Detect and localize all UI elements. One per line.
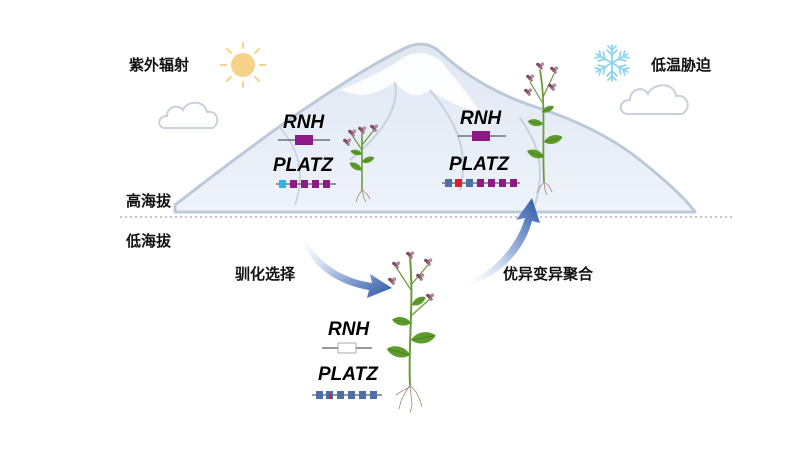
aggregation-label: 优异变异聚合 — [503, 265, 594, 283]
platz-gene-name-high-right: PLATZ — [449, 154, 509, 175]
snowflake-icon — [593, 44, 631, 82]
rnh-exon-present — [472, 131, 490, 141]
buckwheat-plant-icon — [385, 251, 438, 414]
rnh-gene-model-high-left — [278, 135, 330, 145]
aggregation-arrow — [455, 198, 540, 288]
uv-radiation-label: 紫外辐射 — [129, 56, 190, 74]
sun-icon — [220, 42, 266, 88]
platz-gene-name-low: PLATZ — [318, 364, 378, 385]
rnh-gene-model-low — [322, 342, 372, 354]
platz-gene-model-low — [312, 391, 382, 399]
rnh-gene-name-high-right: RNH — [460, 108, 502, 129]
platz-gene-model-high-right — [442, 179, 520, 187]
domestication-label: 驯化选择 — [235, 265, 296, 283]
buckwheat-plant-icon — [524, 62, 564, 196]
rnh-exon-absent — [337, 342, 357, 354]
rnh-gene-name-high-left: RNH — [283, 112, 325, 133]
rnh-gene-name-low: RNH — [328, 319, 370, 340]
buckwheat-plant-icon — [343, 124, 379, 203]
rnh-gene-model-high-right — [458, 131, 506, 141]
platz-gene-name-high-left: PLATZ — [273, 155, 333, 176]
low-altitude-label: 低海拔 — [126, 232, 172, 250]
platz-gene-model-high-left — [276, 180, 336, 188]
domestication-arrow — [300, 228, 392, 298]
high-altitude-label: 高海拔 — [126, 192, 172, 210]
cold-stress-label: 低温胁迫 — [651, 56, 712, 74]
cloud-icon — [619, 84, 689, 115]
rnh-exon-present — [295, 135, 313, 145]
cloud-icon — [158, 101, 219, 129]
